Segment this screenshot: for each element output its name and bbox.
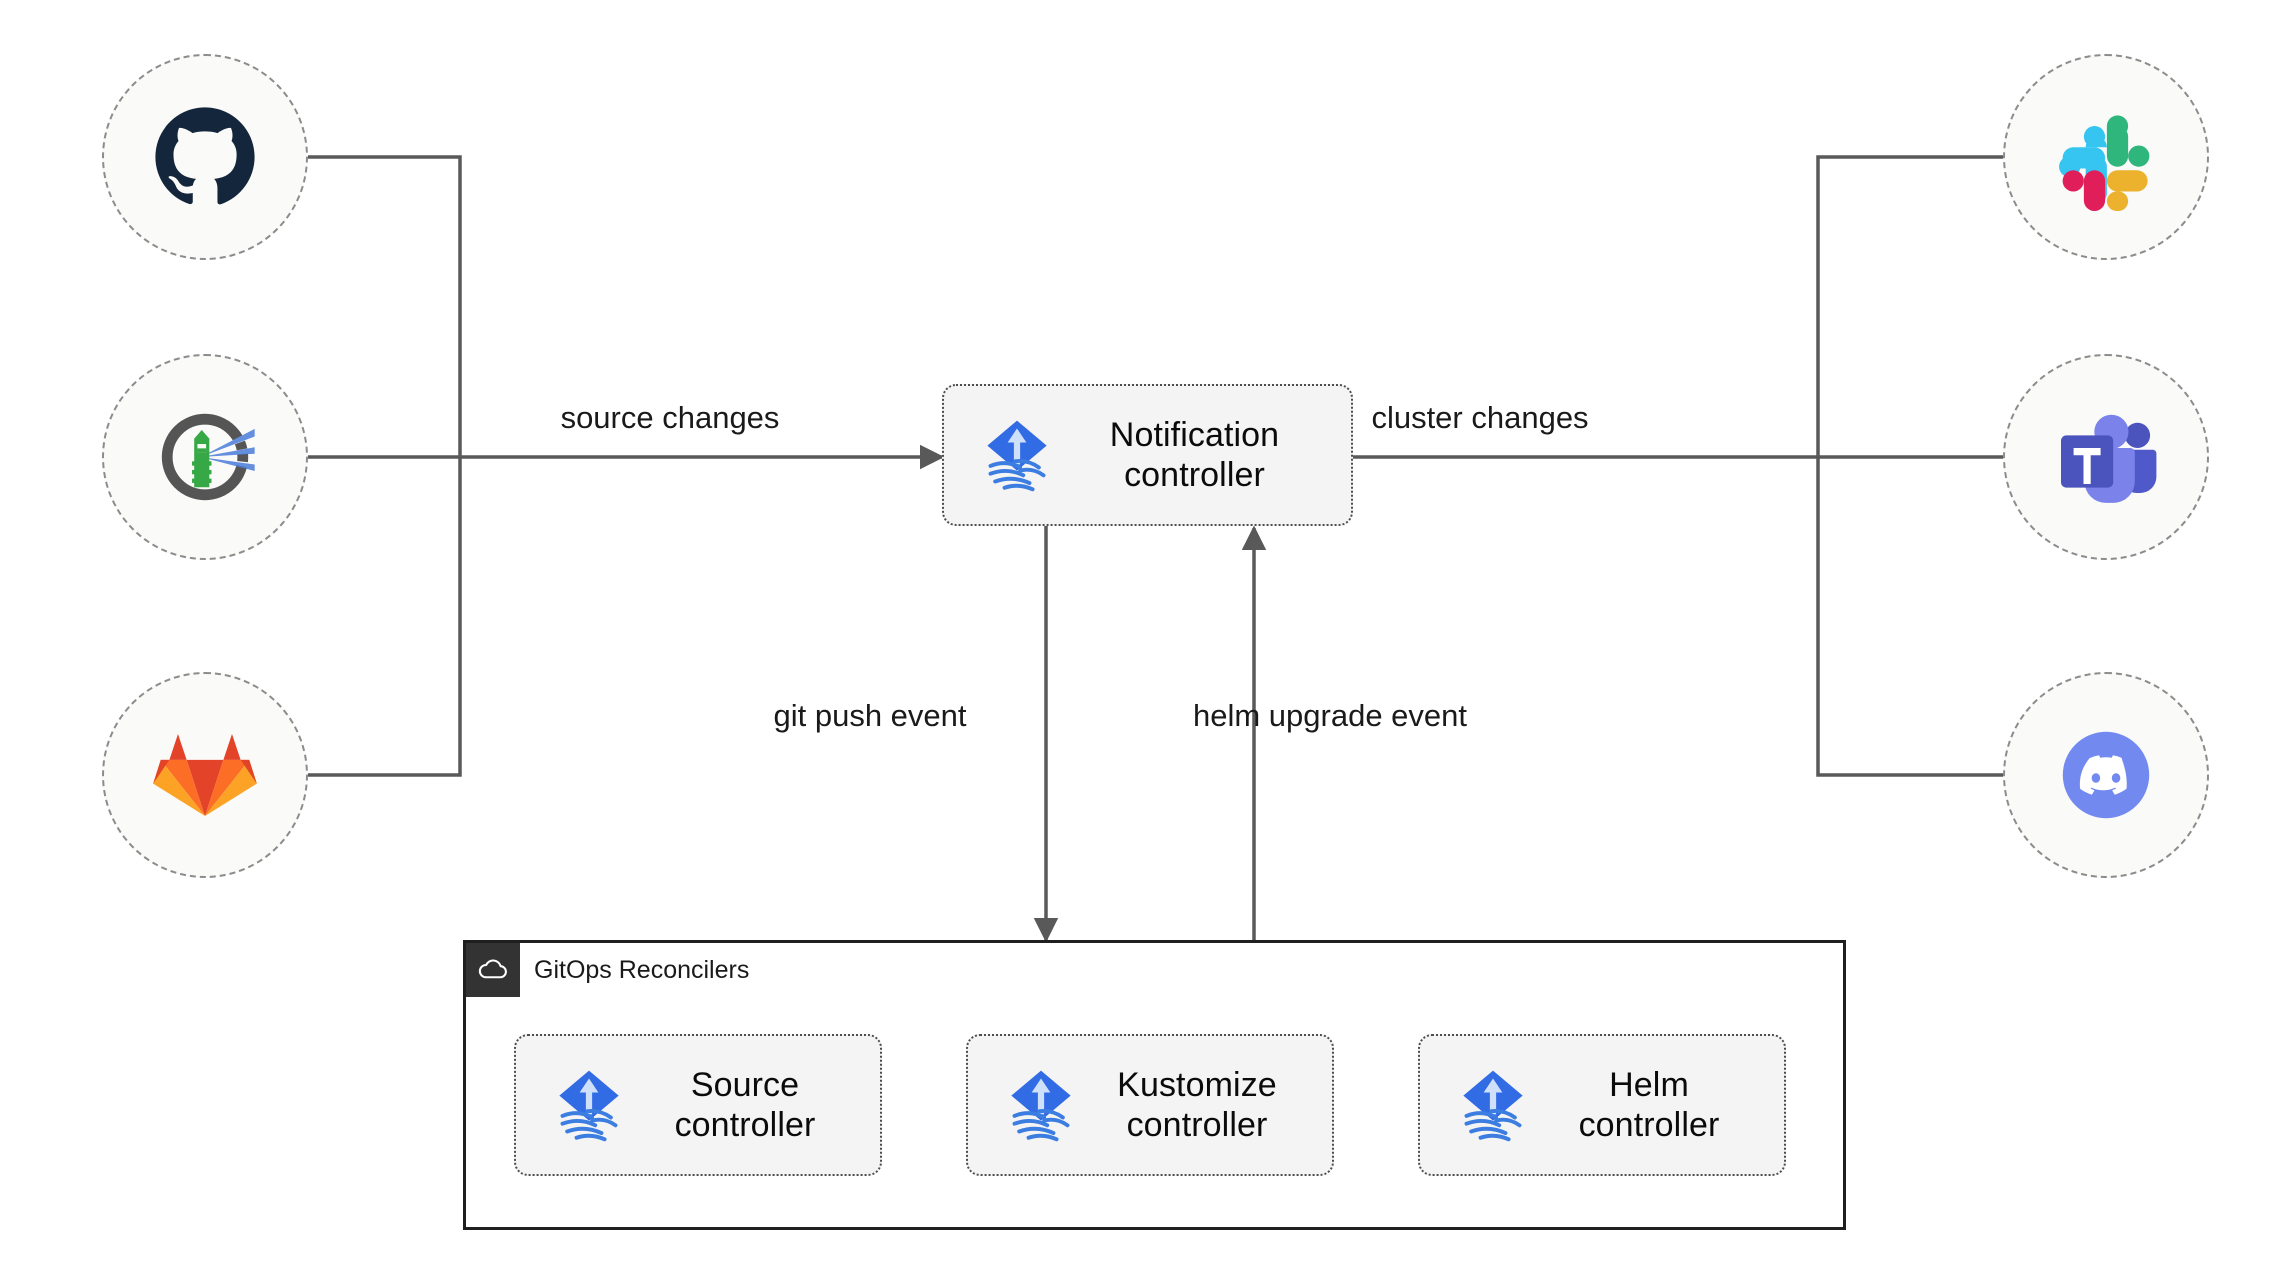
edge-label-source-changes: source changes bbox=[560, 400, 780, 435]
flux-logo-icon bbox=[1011, 1070, 1071, 1142]
kustomize-controller-label: Kustomize controller bbox=[1080, 1065, 1332, 1145]
edge-label-helm-upgrade-event: helm upgrade event bbox=[1192, 698, 1468, 733]
endpoint-slack[interactable] bbox=[2003, 54, 2209, 260]
source-controller-label: Source controller bbox=[628, 1065, 880, 1145]
kustomize-label-line2: controller bbox=[1126, 1106, 1268, 1144]
flux-lighthouse-icon bbox=[161, 413, 259, 501]
endpoint-gitlab[interactable] bbox=[102, 672, 308, 878]
helm-controller-node[interactable]: Helm controller bbox=[1418, 1034, 1786, 1176]
flux-logo-icon bbox=[1463, 1070, 1523, 1142]
endpoint-microsoft-teams[interactable] bbox=[2003, 354, 2209, 560]
discord-icon bbox=[2062, 731, 2150, 819]
edge-github-to-trunk bbox=[308, 155, 462, 457]
helm-label-line1: Helm bbox=[1609, 1065, 1689, 1104]
notification-controller-label: Notification controller bbox=[1056, 415, 1351, 495]
source-label-line1: Source bbox=[690, 1065, 800, 1104]
flux-logo-icon bbox=[559, 1070, 619, 1142]
endpoint-flux-source[interactable] bbox=[102, 354, 308, 560]
cloud-icon bbox=[478, 959, 507, 979]
gitops-container-title: GitOps Reconcilers bbox=[534, 955, 750, 984]
edge-trunk-to-slack bbox=[1816, 144, 2043, 457]
edge-label-cluster-changes: cluster changes bbox=[1371, 400, 1589, 435]
kustomize-label-line1: Kustomize bbox=[1117, 1065, 1277, 1104]
github-icon bbox=[155, 107, 255, 205]
slack-icon bbox=[2059, 115, 2150, 211]
notification-label-line1: Notification bbox=[1109, 415, 1280, 454]
notification-controller-node[interactable]: Notification controller bbox=[942, 384, 1353, 526]
helm-label-line2: controller bbox=[1578, 1106, 1720, 1144]
endpoint-github[interactable] bbox=[102, 54, 308, 260]
gitlab-icon bbox=[153, 733, 257, 817]
microsoft-teams-icon bbox=[2061, 414, 2157, 503]
cloud-icon-tile bbox=[466, 943, 520, 997]
helm-controller-label: Helm controller bbox=[1532, 1065, 1784, 1145]
endpoint-discord[interactable] bbox=[2003, 672, 2209, 878]
edge-trunk-to-discord bbox=[1816, 457, 2043, 788]
source-controller-node[interactable]: Source controller bbox=[514, 1034, 882, 1176]
flux-logo-icon bbox=[987, 420, 1047, 492]
notification-label-line2: controller bbox=[1124, 456, 1265, 494]
source-label-line2: controller bbox=[674, 1106, 816, 1144]
gitops-container-header: GitOps Reconcilers bbox=[466, 943, 749, 997]
edge-gitlab-to-trunk bbox=[308, 457, 462, 777]
kustomize-controller-node[interactable]: Kustomize controller bbox=[966, 1034, 1334, 1176]
edge-label-git-push-event: git push event bbox=[773, 698, 967, 733]
